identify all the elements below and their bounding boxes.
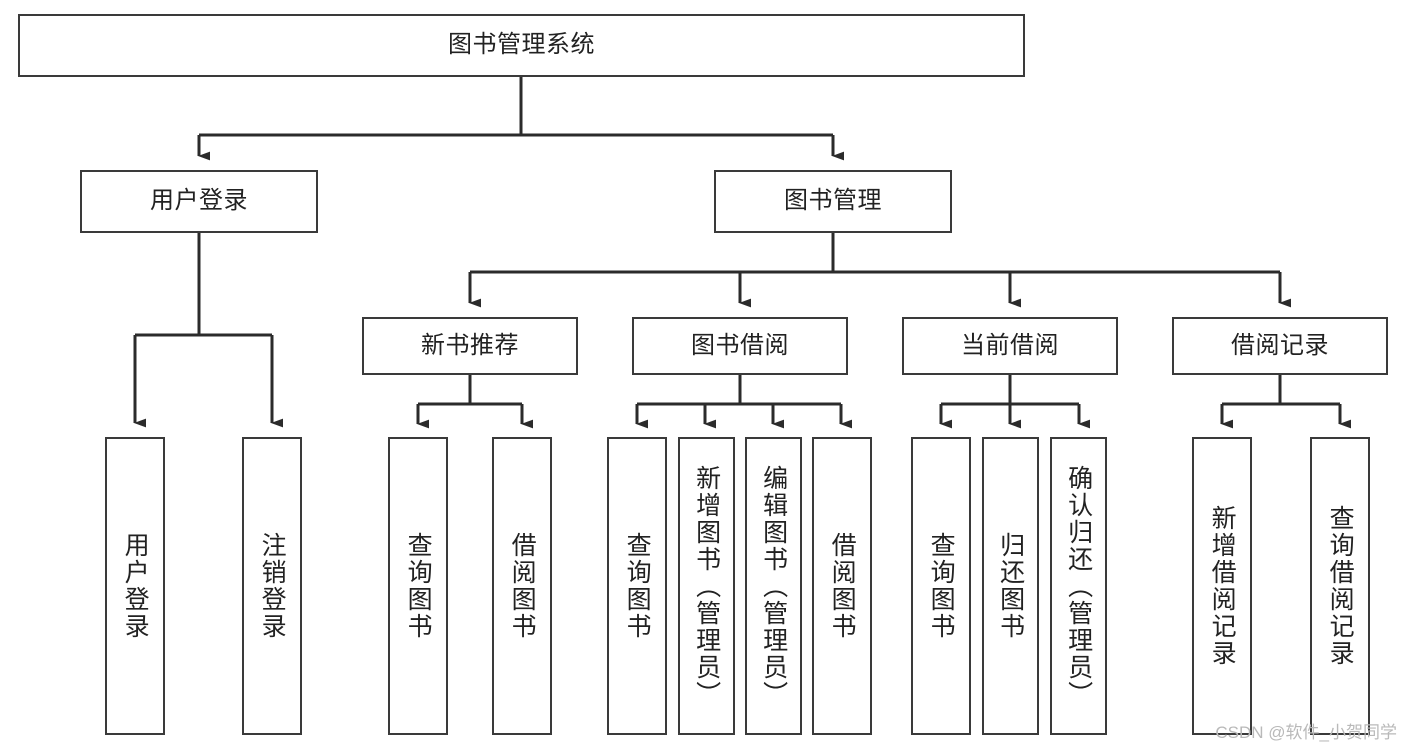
node-leaf-edit-book-label: 编辑图书（管理员）: [759, 464, 788, 708]
node-book-borrow-label: 图书借阅: [691, 331, 789, 359]
node-leaf-user-login[interactable]: 用户登录: [105, 437, 165, 735]
node-root-label: 图书管理系统: [448, 31, 595, 59]
node-leaf-add-book-label: 新增图书（管理员）: [692, 464, 721, 708]
node-leaf-add-book[interactable]: 新增图书（管理员）: [678, 437, 735, 735]
node-leaf-query-record-label: 查询借阅记录: [1326, 505, 1355, 667]
node-book-borrow[interactable]: 图书借阅: [632, 317, 848, 375]
node-leaf-borrow-book-1-label: 借阅图书: [508, 532, 537, 640]
node-leaf-confirm-return-label: 确认归还（管理员）: [1064, 464, 1093, 708]
node-leaf-query-book-2[interactable]: 查询图书: [607, 437, 667, 735]
node-leaf-query-book-3-label: 查询图书: [927, 532, 956, 640]
node-current-borrow-label: 当前借阅: [961, 331, 1059, 359]
node-borrow-record[interactable]: 借阅记录: [1172, 317, 1388, 375]
node-leaf-edit-book[interactable]: 编辑图书（管理员）: [745, 437, 802, 735]
node-leaf-add-record[interactable]: 新增借阅记录: [1192, 437, 1252, 735]
node-leaf-confirm-return[interactable]: 确认归还（管理员）: [1050, 437, 1107, 735]
node-user-login-label: 用户登录: [150, 187, 248, 215]
node-book-mgmt[interactable]: 图书管理: [714, 170, 952, 233]
watermark-text: CSDN @软件_小贺同学: [1215, 723, 1397, 742]
node-leaf-query-book-2-label: 查询图书: [623, 532, 652, 640]
node-current-borrow[interactable]: 当前借阅: [902, 317, 1118, 375]
node-leaf-query-book-1-label: 查询图书: [404, 532, 433, 640]
node-leaf-user-login-label: 用户登录: [121, 532, 150, 640]
node-leaf-add-record-label: 新增借阅记录: [1208, 505, 1237, 667]
node-leaf-return-book[interactable]: 归还图书: [982, 437, 1039, 735]
node-leaf-query-record[interactable]: 查询借阅记录: [1310, 437, 1370, 735]
node-leaf-logout[interactable]: 注销登录: [242, 437, 302, 735]
node-leaf-borrow-book-2-label: 借阅图书: [828, 532, 857, 640]
node-leaf-query-book-3[interactable]: 查询图书: [911, 437, 971, 735]
node-leaf-logout-label: 注销登录: [258, 532, 287, 640]
node-leaf-query-book-1[interactable]: 查询图书: [388, 437, 448, 735]
node-book-mgmt-label: 图书管理: [784, 187, 882, 215]
node-new-book-rec-label: 新书推荐: [421, 331, 519, 359]
node-leaf-borrow-book-2[interactable]: 借阅图书: [812, 437, 872, 735]
node-root[interactable]: 图书管理系统: [18, 14, 1025, 77]
node-new-book-rec[interactable]: 新书推荐: [362, 317, 578, 375]
node-borrow-record-label: 借阅记录: [1231, 331, 1329, 359]
node-user-login[interactable]: 用户登录: [80, 170, 318, 233]
node-leaf-return-book-label: 归还图书: [996, 532, 1025, 640]
node-leaf-borrow-book-1[interactable]: 借阅图书: [492, 437, 552, 735]
